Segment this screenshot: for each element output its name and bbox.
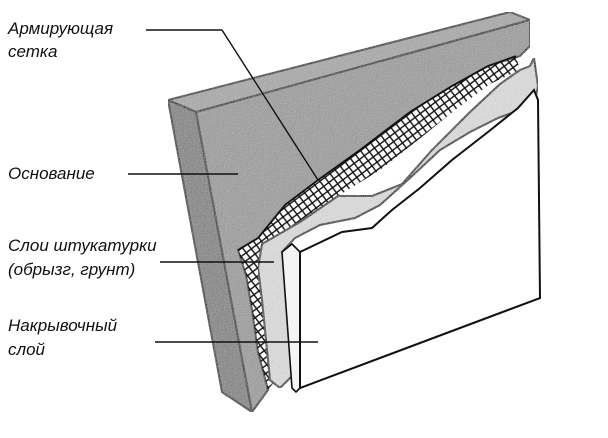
label-plaster-line1: Слои штукатурки [8,236,157,255]
finish-coat [281,88,542,394]
label-mesh-line1: Армирующая [7,19,113,38]
plaster-layers [256,54,540,390]
plaster-layer-shape [256,54,540,390]
label-finish-line2: слой [8,340,46,359]
label-base: Основание [8,164,95,183]
finish-coat-front [299,88,542,390]
label-plaster-line2: (обрызг, грунт) [8,260,135,279]
label-finish-line1: Накрывочный [8,316,118,335]
label-mesh-line2: сетка [8,42,57,61]
leader-mesh-diagonal [221,29,319,181]
callout-labels: Армирующая сетка Основание Слои штукатур… [7,19,157,359]
leader-lines [128,29,319,343]
